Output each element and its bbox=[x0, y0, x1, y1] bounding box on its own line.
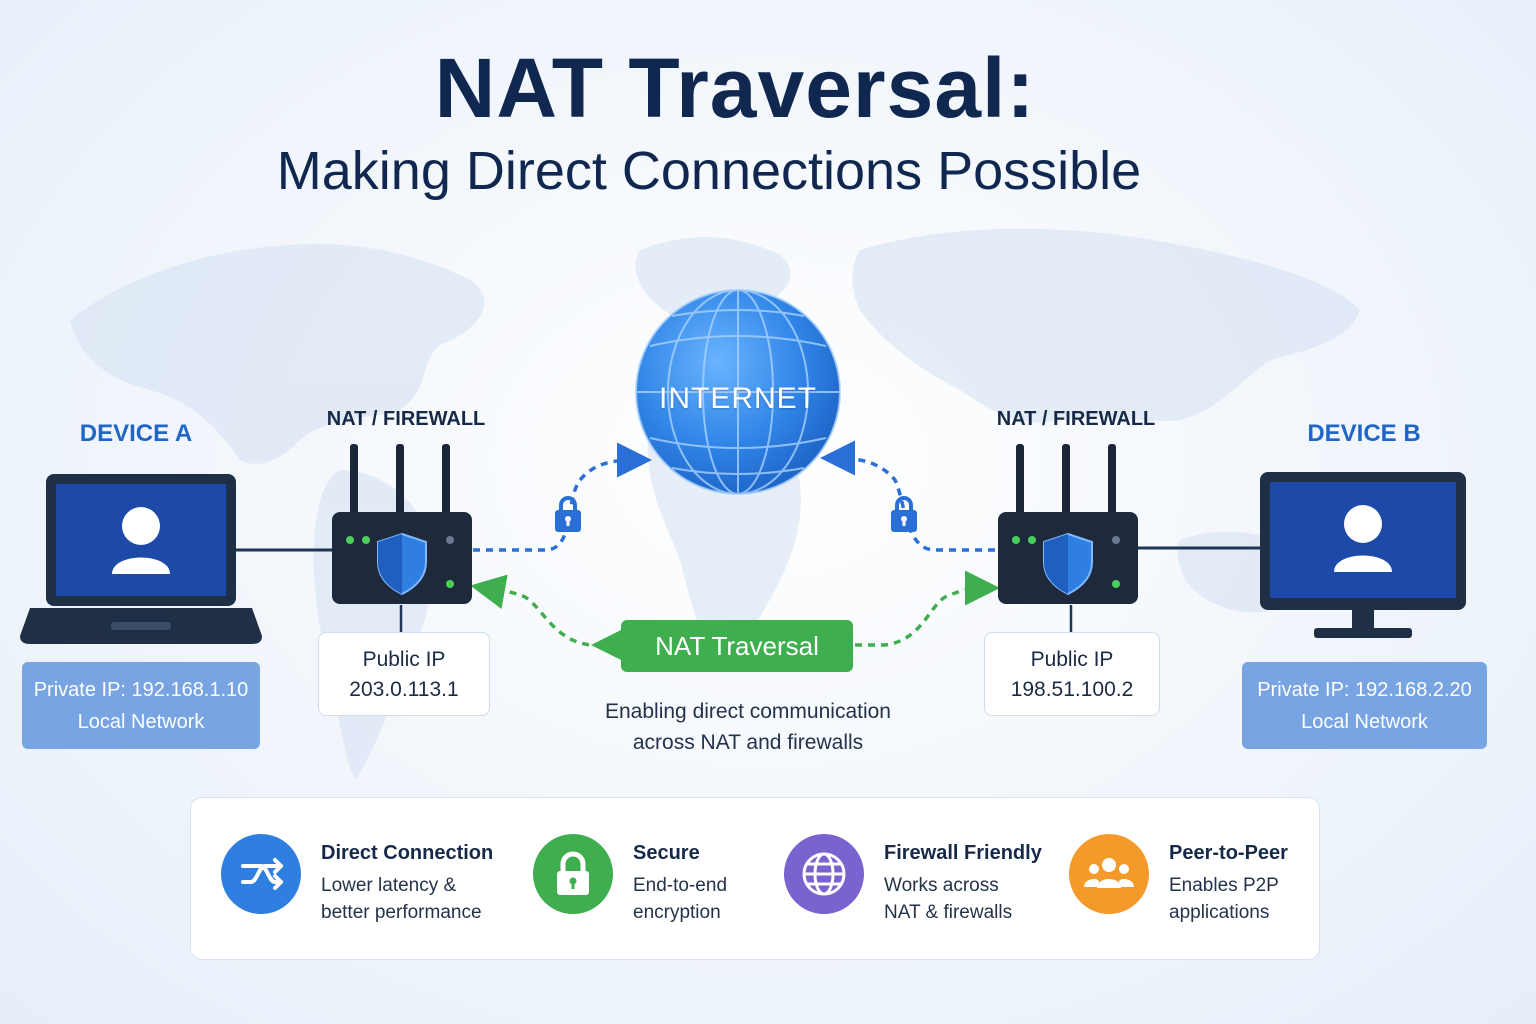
device-a-private-ip-box: Private IP: 192.168.1.10 Local Network bbox=[22, 662, 260, 749]
feature-title: Peer-to-Peer bbox=[1169, 842, 1288, 864]
feature-title: Direct Connection bbox=[321, 842, 494, 864]
feature-desc-line2: applications bbox=[1169, 902, 1270, 923]
page-title: NAT Traversal: bbox=[434, 41, 1036, 135]
feature-description: Enables P2P applications bbox=[1169, 872, 1369, 926]
device-b-label: DEVICE B bbox=[1307, 420, 1421, 447]
tunnel-b-internet bbox=[820, 440, 995, 552]
device-a-label: DEVICE A bbox=[79, 420, 193, 447]
feature-firewall-friendly: Firewall Friendly Works across NAT & fir… bbox=[784, 834, 1054, 924]
device-b-network: Local Network bbox=[1301, 711, 1428, 733]
nat-a-public-ip: 203.0.113.1 bbox=[349, 678, 459, 701]
traversal-caption-line2: across NAT and firewalls bbox=[632, 731, 864, 754]
traversal-arrow-a bbox=[470, 574, 615, 647]
laptop-icon bbox=[20, 474, 262, 644]
internet-globe-icon bbox=[635, 289, 841, 495]
feature-direct-connection: Direct Connection Lower latency & better… bbox=[221, 834, 511, 924]
feature-description: Works across NAT & firewalls bbox=[884, 872, 1084, 926]
feature-desc-line2: better performance bbox=[321, 902, 482, 923]
features-panel: Direct Connection Lower latency & better… bbox=[190, 797, 1320, 960]
feature-desc-line1: End-to-end bbox=[633, 875, 728, 896]
lock-icon bbox=[555, 496, 581, 532]
traversal-caption-line1: Enabling direct communication bbox=[605, 700, 891, 723]
nat-a-public-ip-box: Public IP 203.0.113.1 bbox=[318, 632, 490, 716]
device-b-private-ip: Private IP: 192.168.2.20 bbox=[1257, 679, 1472, 701]
nat-b-public-ip-box: Public IP 198.51.100.2 bbox=[984, 632, 1160, 716]
nat-traversal-badge: NAT Traversal bbox=[621, 620, 853, 672]
feature-desc-line2: encryption bbox=[633, 902, 721, 923]
feature-desc-line2: NAT & firewalls bbox=[884, 902, 1013, 923]
arrows-exchange-icon bbox=[221, 834, 301, 914]
page-subtitle: Making Direct Connections Possible bbox=[276, 141, 1142, 201]
feature-desc-line1: Works across bbox=[884, 875, 999, 896]
device-b-private-ip-box: Private IP: 192.168.2.20 Local Network bbox=[1242, 662, 1487, 749]
tunnel-a-internet bbox=[473, 442, 652, 552]
device-a-private-ip: Private IP: 192.168.1.10 bbox=[33, 679, 249, 701]
desktop-monitor-icon bbox=[1260, 472, 1466, 638]
router-a-icon bbox=[332, 444, 472, 604]
feature-peer-to-peer: Peer-to-Peer Enables P2P applications bbox=[1069, 834, 1309, 924]
traversal-caption: Enabling direct communication across NAT… bbox=[548, 696, 948, 758]
globe-icon bbox=[784, 834, 864, 914]
nat-a-label: NAT / FIREWALL bbox=[326, 408, 486, 430]
feature-description: Lower latency & better performance bbox=[321, 872, 521, 926]
device-a-network: Local Network bbox=[77, 711, 205, 733]
padlock-icon bbox=[533, 834, 613, 914]
nat-a-public-ip-label: Public IP bbox=[362, 648, 446, 671]
users-group-icon bbox=[1069, 834, 1149, 914]
feature-desc-line1: Enables P2P bbox=[1169, 875, 1279, 896]
nat-b-label: NAT / FIREWALL bbox=[996, 408, 1156, 430]
feature-title: Firewall Friendly bbox=[884, 842, 1042, 864]
feature-secure: Secure End-to-end encryption bbox=[533, 834, 763, 924]
feature-description: End-to-end encryption bbox=[633, 872, 833, 926]
router-b-icon bbox=[998, 444, 1138, 604]
nat-b-public-ip-label: Public IP bbox=[1030, 648, 1114, 671]
lock-icon bbox=[891, 496, 917, 532]
feature-title: Secure bbox=[633, 842, 700, 864]
internet-label: INTERNET bbox=[659, 382, 817, 415]
feature-desc-line1: Lower latency & bbox=[321, 875, 457, 896]
traversal-arrow-b bbox=[855, 570, 1000, 647]
nat-b-public-ip: 198.51.100.2 bbox=[1010, 678, 1134, 701]
